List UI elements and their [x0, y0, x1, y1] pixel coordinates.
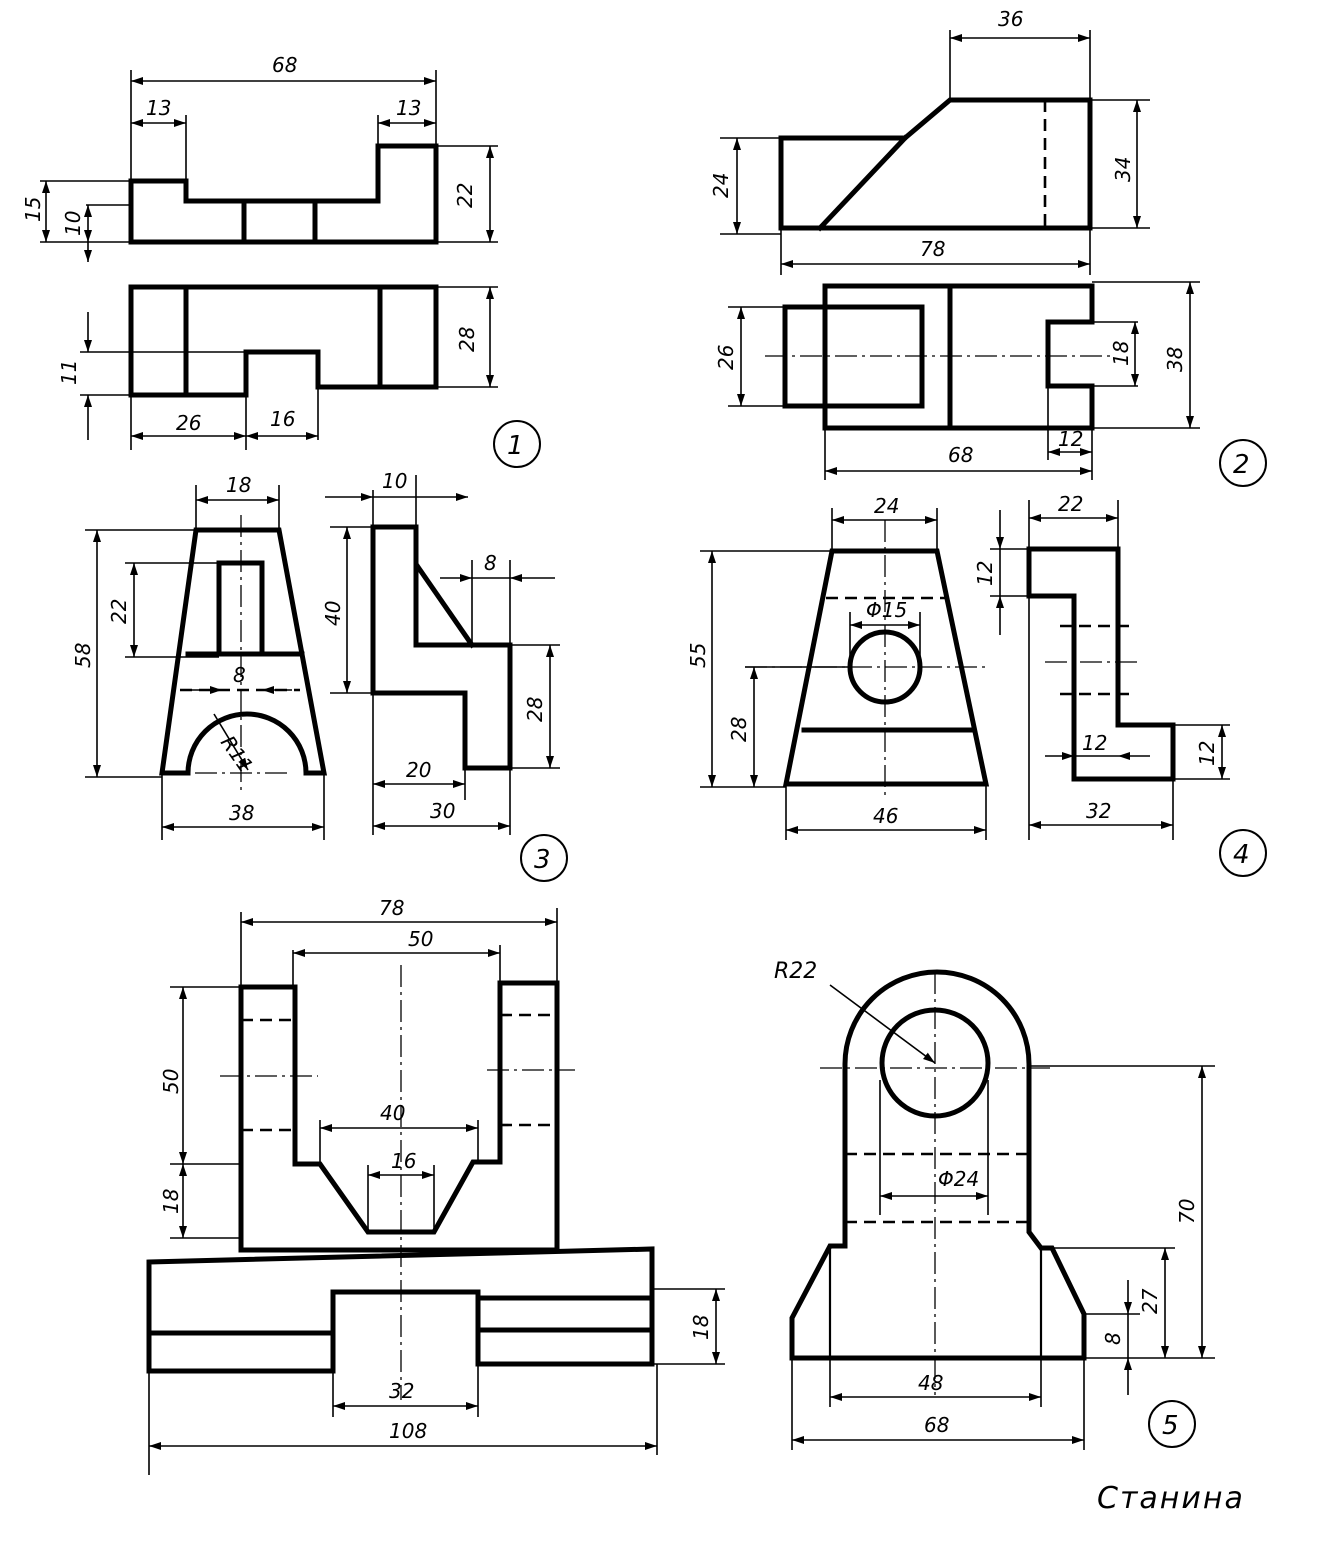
dim-34: 34: [1111, 157, 1135, 182]
dim-18: 18: [159, 1189, 183, 1214]
dim-11: 11: [57, 360, 81, 385]
dim-22: 22: [107, 599, 131, 624]
dim-40: 40: [380, 1101, 405, 1125]
dim-16: 16: [391, 1149, 416, 1173]
dim-70: 70: [1175, 1199, 1199, 1224]
dim-15: 15: [21, 197, 45, 222]
drawing-5-front: 78 50 50 40 16 18 18 32 108: [146, 896, 725, 1475]
dim-50: 50: [408, 927, 433, 951]
drawing-3: 18 58 22 8 R11 38 10 40 8 28 20 30 3: [71, 469, 568, 882]
dim-30: 30: [430, 799, 455, 823]
dim-8: 8: [484, 551, 497, 575]
dim-36: 36: [998, 7, 1023, 31]
drawing-number-4: 4: [1233, 840, 1250, 870]
dim-78: 78: [920, 237, 945, 261]
dim-28: 28: [455, 327, 479, 352]
dim-26: 26: [176, 411, 201, 435]
dim-68: 68: [924, 1413, 949, 1437]
dim-22: 22: [453, 183, 477, 208]
dim-38: 38: [1163, 347, 1187, 372]
dim-24: 24: [709, 173, 733, 198]
dim-38: 38: [229, 801, 254, 825]
dim-12: 12: [1195, 741, 1219, 766]
dim-18: 18: [1109, 341, 1133, 366]
drawing-number-1: 1: [507, 431, 524, 461]
caption-stanina: Станина: [1097, 1481, 1245, 1516]
dim-8: 8: [233, 663, 246, 687]
dim-68: 68: [948, 443, 973, 467]
dim-108: 108: [389, 1419, 427, 1443]
dim-55: 55: [686, 643, 710, 668]
dim-diameter-15: Φ15: [866, 598, 907, 622]
dim-78: 78: [379, 896, 404, 920]
dim-27: 27: [1138, 1288, 1162, 1314]
drawing-number-5: 5: [1162, 1411, 1179, 1441]
dim-10: 10: [382, 469, 407, 493]
dim-10: 10: [61, 211, 85, 236]
drawing-2: 36 24 34 78 26 18 38 68 12 2: [709, 7, 1267, 487]
dim-18: 18: [226, 473, 251, 497]
dim-r11: R11: [216, 731, 258, 777]
dim-12: 12: [1058, 427, 1083, 451]
dim-48: 48: [918, 1371, 943, 1395]
dim-16: 16: [270, 407, 295, 431]
dim-28: 28: [727, 717, 751, 742]
drawing-number-3: 3: [534, 845, 551, 875]
drawing-5-side: R22 Φ24 70 27 8 48 68 5: [774, 959, 1215, 1450]
dim-20: 20: [406, 758, 431, 782]
dim-28: 28: [523, 697, 547, 722]
dim-32: 32: [389, 1379, 414, 1403]
dim-46: 46: [873, 804, 898, 828]
dim-diameter-24: Φ24: [938, 1167, 979, 1191]
dim-68: 68: [272, 53, 297, 77]
dim-24: 24: [874, 494, 899, 518]
dim-13: 13: [146, 96, 171, 120]
drawing-1: 68 13 13 15 10 22 11 28 26 16 1: [21, 53, 541, 468]
dim-8: 8: [1101, 1332, 1125, 1345]
dim-13: 13: [396, 96, 421, 120]
dim-32: 32: [1086, 799, 1111, 823]
dim-58: 58: [71, 643, 95, 668]
drawing-4: 24 55 Φ15 28 46 22 12 12 12 32 4: [686, 492, 1267, 877]
dim-40: 40: [321, 601, 345, 626]
dim-12: 12: [1082, 731, 1107, 755]
dim-26: 26: [714, 345, 738, 370]
dim-18: 18: [689, 1315, 713, 1340]
drawing-number-2: 2: [1233, 450, 1250, 480]
dim-22: 22: [1058, 492, 1083, 516]
dim-12: 12: [973, 561, 997, 586]
dim-50: 50: [159, 1069, 183, 1094]
dim-r22: R22: [774, 959, 817, 984]
